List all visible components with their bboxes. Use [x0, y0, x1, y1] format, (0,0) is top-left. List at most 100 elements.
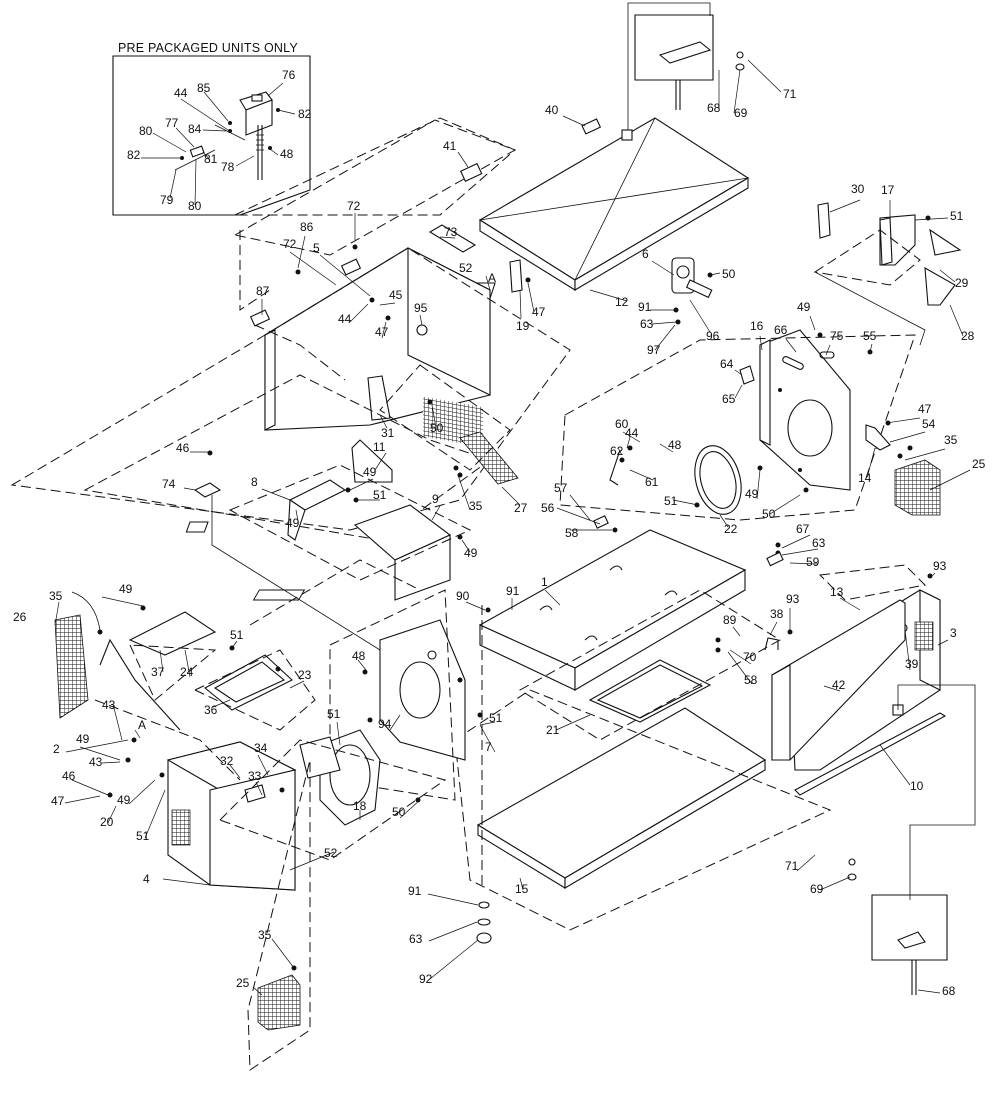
callout-label: 49: [119, 582, 133, 596]
callout-label: 73: [444, 225, 458, 239]
callout-label: 77: [165, 116, 179, 130]
valve-assembly: [671, 257, 713, 299]
callout-label: 86: [300, 220, 314, 234]
callout-label: 89: [723, 613, 737, 627]
callout-label: 69: [810, 882, 824, 896]
callout-label: 64: [720, 357, 734, 371]
callout-label: 44: [625, 426, 639, 440]
callout-label: 79: [160, 193, 174, 207]
callout-label: 47: [532, 305, 546, 319]
callout-label: 68: [707, 101, 721, 115]
base-plate-15: [476, 707, 767, 889]
callout-label: 67: [796, 522, 810, 536]
callout-label: 14: [858, 471, 872, 485]
callout-label: 46: [62, 769, 76, 783]
top-cover: [478, 117, 750, 291]
callout-label: 6: [642, 247, 649, 261]
strip-10: [794, 712, 947, 796]
callout-label: 49: [464, 546, 478, 560]
callout-label: 17: [881, 183, 895, 197]
callout-label: 30: [851, 182, 865, 196]
callout-label: A: [138, 718, 146, 732]
callout-label: 60: [615, 417, 629, 431]
callout-label: 54: [922, 417, 936, 431]
callout-label: 80: [139, 124, 153, 138]
callout-label: 72: [283, 237, 297, 251]
callout-label: 93: [786, 592, 800, 606]
callout-label: 31: [381, 426, 395, 440]
bracket-14: [865, 424, 891, 451]
callout-label: 2: [53, 742, 60, 756]
switch-64: [739, 365, 755, 385]
small-brackets: [249, 118, 784, 651]
callout-label: 8: [251, 475, 258, 489]
callout-label: 96: [706, 329, 720, 343]
callout-label: 29: [955, 276, 969, 290]
callout-label: 47: [918, 402, 932, 416]
callout-label: 51: [489, 711, 503, 725]
callout-label: 9: [432, 492, 439, 506]
callout-label: 15: [515, 882, 529, 896]
callout-label: 84: [188, 122, 202, 136]
callout-label: 51: [664, 494, 678, 508]
callout-label: 48: [352, 649, 366, 663]
callout-label: 51: [373, 488, 387, 502]
callout-label: 91: [638, 300, 652, 314]
callout-label: 71: [785, 859, 799, 873]
callout-label: 91: [408, 884, 422, 898]
callout-label: 57: [554, 481, 568, 495]
callout-label: 82: [127, 148, 141, 162]
callout-label: 59: [806, 555, 820, 569]
callout-label: 63: [812, 536, 826, 550]
callout-label: 27: [514, 501, 528, 515]
callout-label: 10: [910, 779, 924, 793]
panel-13: [771, 599, 906, 761]
handle-2: [99, 638, 181, 731]
callout-label: 5: [313, 241, 320, 255]
nut-92: [476, 932, 492, 944]
fan-ring-22: [694, 445, 742, 515]
end-cover-4: [166, 741, 297, 891]
callout-label: 65: [722, 392, 736, 406]
callout-label: 48: [280, 147, 294, 161]
callout-label: 61: [645, 475, 659, 489]
callout-label: 97: [647, 343, 661, 357]
callout-label: 12: [615, 295, 629, 309]
callout-label: 70: [743, 650, 757, 664]
callout-label: 3: [950, 626, 957, 640]
mesh-screen-27: [459, 431, 519, 485]
callout-label: A: [488, 271, 496, 285]
callout-label: 35: [49, 589, 63, 603]
callout-label: 78: [221, 160, 235, 174]
left-side-panel: [264, 247, 491, 448]
callout-label: 4: [143, 872, 150, 886]
callout-label: 45: [389, 288, 403, 302]
callout-label: 20: [100, 815, 114, 829]
callout-label: 93: [933, 559, 947, 573]
callout-label: 49: [745, 487, 759, 501]
leader-lines: [54, 59, 971, 996]
callout-label: 87: [256, 284, 270, 298]
inset-bracket-76: [239, 91, 273, 180]
callout-label: 7: [485, 740, 492, 754]
callout-label: 71: [783, 87, 797, 101]
bracket-9: [185, 504, 452, 601]
callout-label: 44: [174, 86, 188, 100]
hook-bracket-group: [813, 202, 962, 346]
callout-label: 1: [541, 575, 548, 589]
bracket-31: [367, 375, 391, 421]
callout-label: 50: [762, 507, 776, 521]
callout-label: 23: [298, 668, 312, 682]
callout-label: 21: [546, 723, 560, 737]
mesh-screen-25-right: [894, 459, 941, 516]
callout-label: 50: [430, 421, 444, 435]
callout-label: 28: [961, 329, 975, 343]
callout-label: 41: [443, 139, 457, 153]
bracket-8: [287, 479, 347, 541]
callout-label: 35: [944, 433, 958, 447]
right-side-panel: [759, 329, 851, 491]
callout-label: 90: [456, 589, 470, 603]
callout-label: 91: [506, 584, 520, 598]
callout-label: 94: [378, 717, 392, 731]
callout-label: 13: [830, 585, 844, 599]
